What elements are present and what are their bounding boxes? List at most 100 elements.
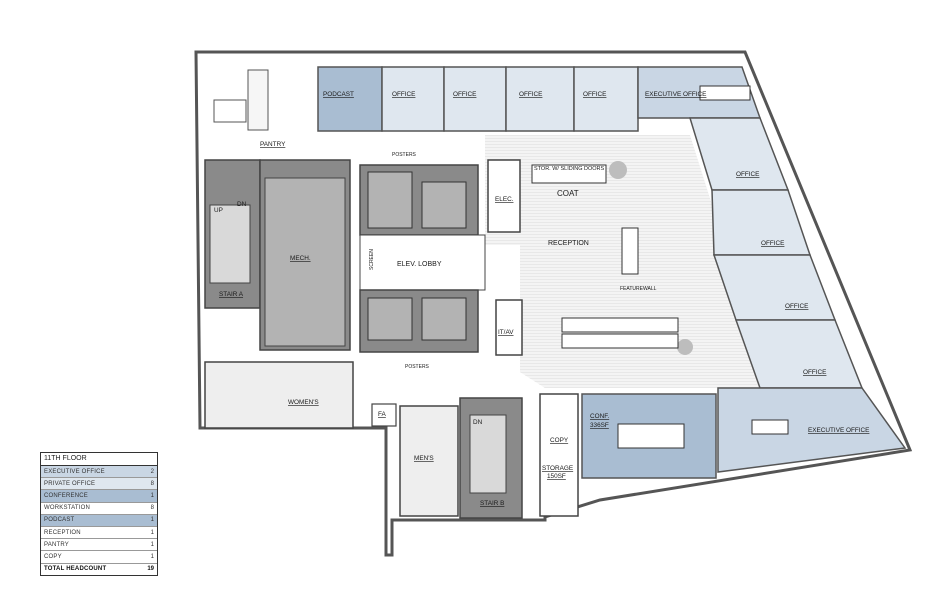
label-elec: ELEC.	[495, 196, 514, 203]
building-core	[204, 159, 523, 356]
legend-row-name: COPY	[44, 553, 62, 560]
executive-desk	[699, 85, 751, 101]
legend-row-name: EXECUTIVE OFFICE	[44, 468, 105, 475]
mens-restroom	[399, 405, 459, 517]
reception-desk	[621, 227, 639, 275]
label-mens: MEN'S	[414, 455, 434, 462]
pantry-table	[213, 99, 247, 123]
legend-row: TOTAL HEADCOUNT 19	[41, 563, 157, 575]
label-stair-b: STAIR B	[480, 500, 504, 507]
legend-row-count: 1	[150, 517, 154, 524]
label-office: OFFICE	[761, 240, 784, 247]
legend-row-name: TOTAL HEADCOUNT	[44, 566, 107, 573]
planter	[677, 339, 693, 355]
legend-row: WORKSTATION 8	[41, 502, 157, 515]
label-office: OFFICE	[519, 91, 542, 98]
legend-row-name: PANTRY	[44, 541, 69, 548]
label-coat: COAT	[557, 189, 579, 198]
elevator-car	[421, 297, 467, 341]
label-itav: IT/AV	[498, 329, 514, 336]
legend-row: PODCAST 1	[41, 514, 157, 527]
label-dn: DN	[237, 201, 247, 208]
room-labels: PODCAST OFFICE OFFICE OFFICE OFFICE EXEC…	[214, 91, 869, 507]
legend-row-name: PODCAST	[44, 517, 75, 524]
stair-a-flights	[209, 204, 251, 284]
legend-row-name: RECEPTION	[44, 529, 81, 536]
label-posters: POSTERS	[392, 152, 417, 158]
label-storage: STOR. W/ SLIDING DOORS	[534, 166, 605, 172]
legend-row-name: PRIVATE OFFICE	[44, 480, 96, 487]
womens-restroom	[204, 361, 354, 429]
label-elev-lobby: ELEV. LOBBY	[397, 261, 442, 268]
label-office: OFFICE	[785, 303, 808, 310]
label-copy: COPY	[550, 437, 569, 444]
label-office: OFFICE	[392, 91, 415, 98]
label-executive-office: EXECUTIVE OFFICE	[808, 427, 869, 434]
label-office: OFFICE	[583, 91, 606, 98]
legend-row: COPY 1	[41, 551, 157, 564]
executive-desk	[751, 419, 789, 435]
office-room	[381, 66, 445, 132]
storage-sliding-doors	[531, 164, 607, 184]
label-pantry: PANTRY	[260, 141, 286, 148]
office-room	[505, 66, 575, 132]
elec-room	[487, 159, 521, 233]
label-mech: MECH.	[290, 255, 311, 262]
legend-row-count: 1	[150, 492, 154, 499]
label-office: OFFICE	[803, 369, 826, 376]
label-conf: CONF.	[590, 413, 609, 420]
stair-b-flights	[469, 414, 507, 494]
label-posters: POSTERS	[405, 364, 430, 370]
label-stair-a: STAIR A	[219, 291, 244, 298]
top-offices	[317, 66, 762, 132]
label-fa: FA	[378, 411, 387, 418]
label-reception: RECEPTION	[548, 240, 589, 247]
label-dn: DN	[473, 419, 483, 426]
fa-room	[371, 403, 397, 427]
planter	[609, 161, 627, 179]
label-screen: SCREEN	[369, 249, 375, 270]
label-office: OFFICE	[453, 91, 476, 98]
legend-row: PANTRY 1	[41, 539, 157, 552]
label-storage-area: 150SF	[547, 473, 566, 480]
legend-title: 11TH FLOOR	[41, 453, 157, 466]
label-womens: WOMEN'S	[288, 399, 319, 406]
elevator-car	[421, 181, 467, 229]
office-room	[573, 66, 639, 132]
mech-inner	[264, 177, 346, 347]
workstation-bench	[561, 317, 679, 333]
podcast-room	[317, 66, 383, 132]
legend-row: CONFERENCE 1	[41, 490, 157, 503]
legend-row: EXECUTIVE OFFICE 2	[41, 466, 157, 479]
legend-row-count: 1	[150, 553, 154, 560]
elev-lobby	[359, 234, 486, 291]
legend-row-name: WORKSTATION	[44, 505, 90, 512]
pantry-counter	[247, 69, 269, 131]
legend-row-count: 8	[150, 505, 154, 512]
label-podcast: PODCAST	[323, 91, 354, 98]
legend-row-name: CONFERENCE	[44, 492, 89, 499]
label-storage-room: STORAGE	[542, 465, 573, 472]
office-room	[443, 66, 507, 132]
label-featurewall: FEATUREWALL	[620, 286, 657, 292]
legend-row-count: 2	[150, 468, 154, 475]
right-offices	[688, 117, 907, 473]
elevator-car	[367, 171, 413, 229]
copy-storage-room	[539, 393, 579, 517]
elevator-car	[367, 297, 413, 341]
label-executive-office: EXECUTIVE OFFICE	[645, 91, 706, 98]
conference-table	[617, 423, 685, 449]
itav-room	[495, 299, 523, 356]
label-up: UP	[214, 207, 223, 214]
executive-office-room	[717, 387, 907, 473]
legend-row-count: 8	[150, 480, 154, 487]
legend-row: PRIVATE OFFICE 8	[41, 478, 157, 491]
workstation-bench	[561, 333, 679, 349]
legend-row-count: 19	[147, 566, 154, 573]
legend-row-count: 1	[150, 541, 154, 548]
label-conf-area: 336SF	[590, 422, 609, 429]
